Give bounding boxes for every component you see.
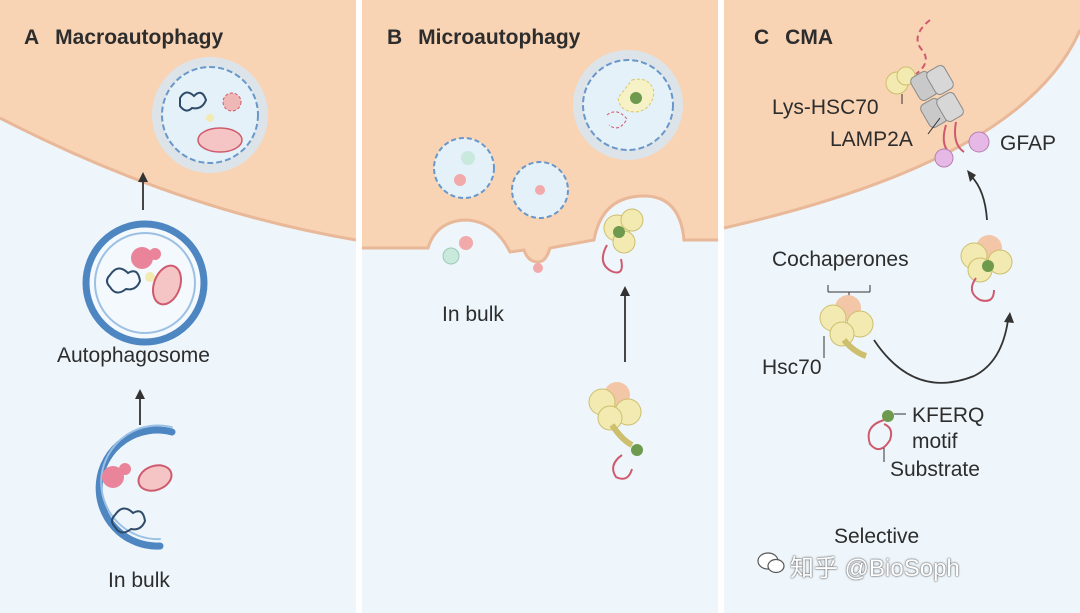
panel-a-title: Macroautophagy (55, 26, 224, 49)
panel-c-heading: C CMA (754, 26, 833, 50)
label-lys-hsc70: Lys-HSC70 (772, 96, 879, 119)
macroautophagy-illustration (0, 0, 356, 550)
label-hsc70: Hsc70 (762, 356, 822, 379)
lysosome-membrane (0, 116, 356, 242)
intralumenal-vesicle (433, 137, 495, 199)
panel-a-letter: A (24, 26, 40, 49)
label-cochaperones: Cochaperones (772, 248, 909, 271)
panel-b-title: Microautophagy (418, 26, 581, 49)
label-in-bulk-a: In bulk (108, 569, 170, 592)
watermark: 知乎 @BioSoph (790, 555, 960, 582)
lysosome-membrane (362, 194, 718, 264)
panel-b-letter: B (387, 26, 403, 49)
cargo-mitochondrion-icon (137, 464, 173, 492)
degraded-lipid-droplet (222, 92, 242, 112)
label-kferq: KFERQ (912, 404, 985, 427)
label-autophagosome: Autophagosome (57, 344, 210, 367)
label-gfap: GFAP (1000, 132, 1057, 155)
phagophore-membrane (95, 426, 176, 550)
degraded-small-particle (206, 114, 214, 122)
translocating-substrate (915, 19, 931, 75)
panel-c-title: CMA (785, 26, 833, 49)
cargo-protein-aggregate-icon (111, 507, 147, 534)
mitochondrion-icon (151, 264, 183, 306)
protein-aggregate-icon (106, 267, 142, 294)
label-lamp2a: LAMP2A (830, 128, 913, 151)
microautophagy-illustration (362, 0, 718, 480)
chat-bubble-icon (757, 552, 785, 574)
autophagosome-inner-membrane (94, 232, 196, 334)
panel-macroautophagy: A Macroautophagy Autophagosome In bulk (0, 0, 356, 613)
panel-b-heading: B Microautophagy (387, 26, 580, 50)
label-motif: motif (912, 430, 958, 453)
label-selective: Selective (834, 525, 920, 548)
panel-c-letter: C (754, 26, 770, 49)
lysosome-membrane (724, 29, 1080, 230)
cargo-lipid-droplet-icon (102, 466, 124, 488)
panel-a-heading: A Macroautophagy (24, 26, 223, 50)
degraded-mitochondrion-icon (197, 127, 243, 153)
label-substrate: Substrate (890, 458, 980, 481)
label-in-bulk-b: In bulk (442, 303, 504, 326)
panel-microautophagy: B Microautophagy In bulk (362, 0, 718, 613)
autophagosome-outer-membrane (82, 220, 208, 346)
lipid-droplet-icon (131, 247, 153, 269)
lysosome-region (724, 0, 1080, 228)
degraded-protein-aggregate-icon (179, 91, 208, 112)
cma-illustration (724, 0, 1080, 462)
arrow-to-membrane (970, 175, 988, 221)
arrow-binding-to-substrate (873, 319, 1009, 384)
